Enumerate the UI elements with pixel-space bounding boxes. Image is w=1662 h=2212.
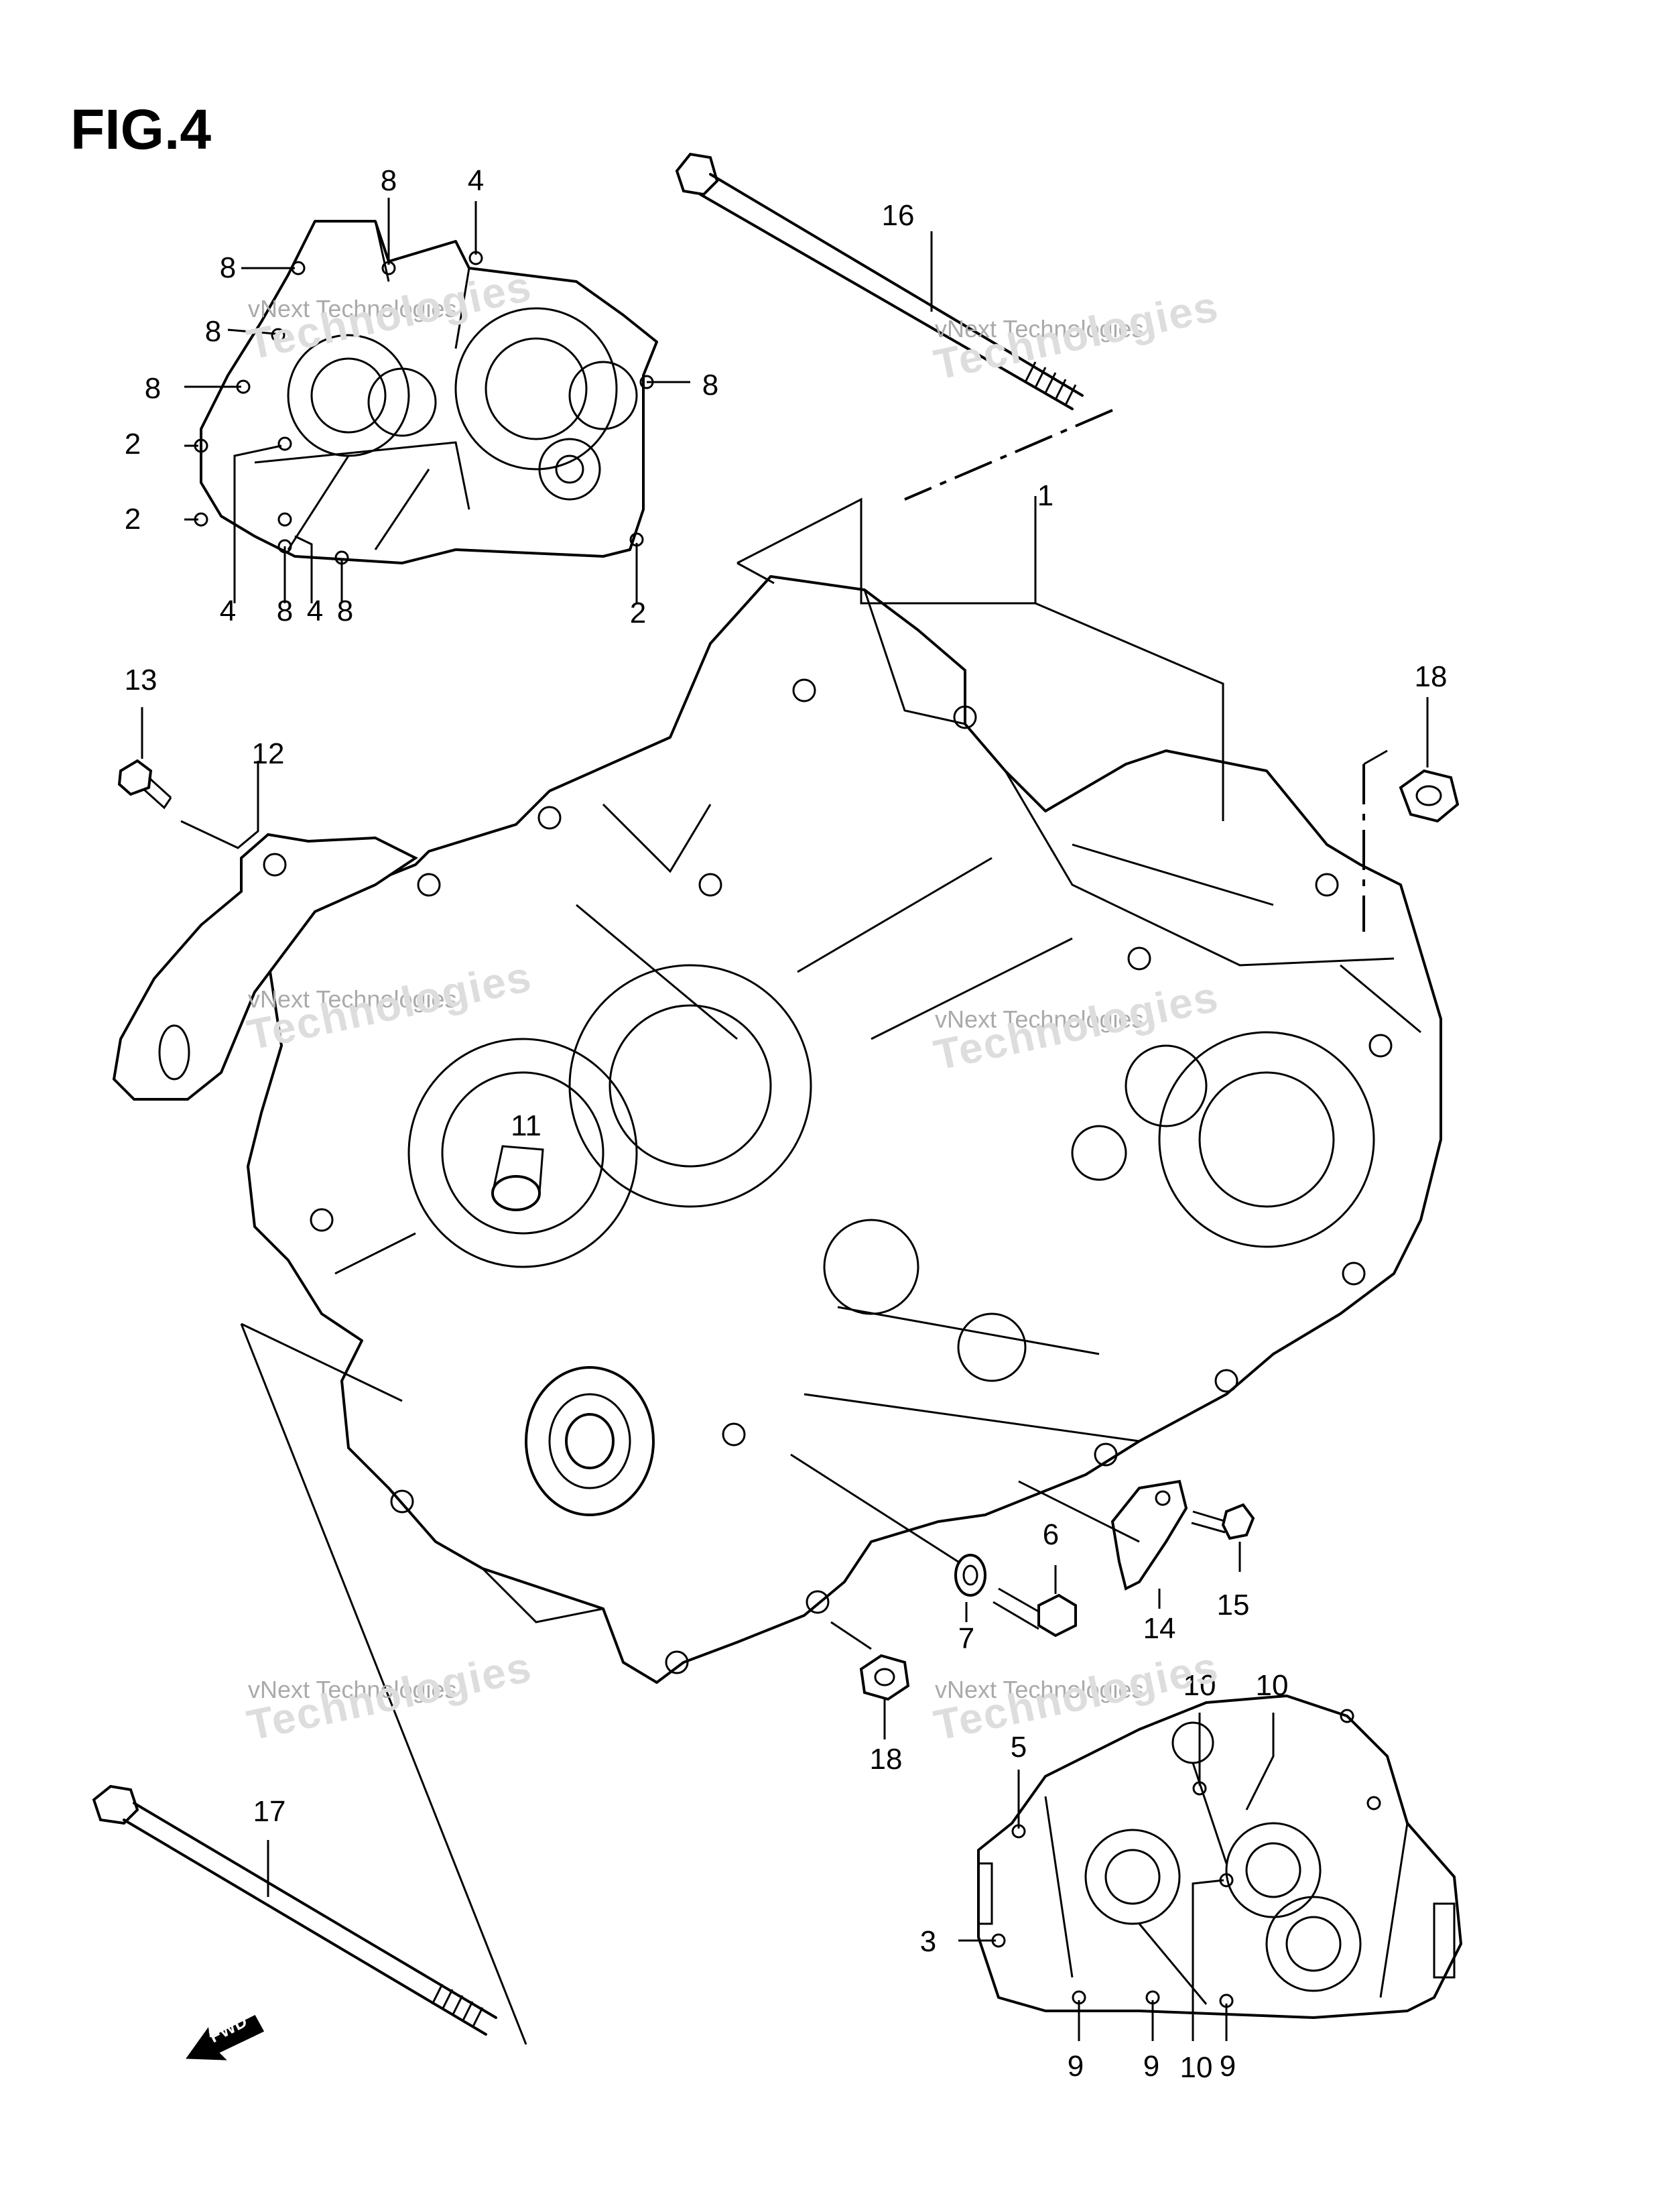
callout-8: 8: [204, 315, 222, 348]
callout-9: 9: [1067, 2050, 1084, 2083]
bolt-holes-upper: [194, 251, 654, 565]
bolt-13: [117, 707, 172, 810]
callout-18: 18: [1414, 660, 1448, 693]
bracket-12: [112, 761, 418, 1101]
bolt-15: [1191, 1503, 1255, 1572]
callout-16: 16: [881, 199, 915, 232]
bolt-bosses: [310, 678, 1393, 1674]
callout-7: 7: [958, 1622, 975, 1655]
callout-8: 8: [336, 595, 354, 627]
callout-9: 9: [1143, 2050, 1160, 2083]
callout-15: 15: [1216, 1589, 1250, 1621]
stud-bolt-17: [92, 1323, 527, 2045]
callout-10: 10: [1179, 2051, 1213, 2084]
callout-4: 4: [306, 595, 324, 627]
callout-10: 10: [1255, 1669, 1289, 1702]
callout-8: 8: [276, 595, 294, 627]
figure-title: FIG.4: [70, 98, 212, 161]
callout-3: 3: [919, 1925, 937, 1958]
stud-bolt-16: [675, 152, 1084, 410]
callout-14: 14: [1143, 1612, 1176, 1645]
callout-10: 10: [1183, 1669, 1216, 1702]
washer-7: [790, 1453, 986, 1622]
crankcase-assembly: [247, 575, 1442, 1684]
callout-2: 2: [124, 503, 141, 536]
callout-17: 17: [253, 1795, 286, 1828]
callout-12: 12: [251, 737, 285, 770]
fwd-arrow-icon: FWD: [186, 2011, 265, 2061]
callout-9: 9: [1219, 2050, 1236, 2083]
callout-4: 4: [467, 164, 485, 197]
bracket-14: [1018, 1479, 1188, 1609]
callout-4: 4: [219, 595, 237, 627]
callout-18: 18: [869, 1743, 903, 1776]
callout-1: 1: [1037, 479, 1054, 512]
callout-6: 6: [1042, 1518, 1060, 1551]
nut-18-upper: [1362, 697, 1460, 932]
callout-8: 8: [702, 369, 719, 402]
nut-18-lower: [830, 1621, 910, 1739]
lower-crankcase-inset: [958, 1695, 1462, 2041]
callout-8: 8: [144, 372, 162, 405]
callout-2: 2: [629, 597, 647, 629]
callout-8: 8: [219, 251, 237, 284]
callout-2: 2: [124, 428, 141, 460]
upper-crankcase-inset: [184, 198, 690, 603]
callout-8: 8: [380, 164, 397, 197]
callout-5: 5: [1010, 1731, 1027, 1764]
bolt-6: [993, 1565, 1077, 1638]
callout-11: 11: [511, 1109, 541, 1142]
bolt-holes-lower: [991, 1709, 1381, 2008]
callout-13: 13: [124, 664, 157, 696]
